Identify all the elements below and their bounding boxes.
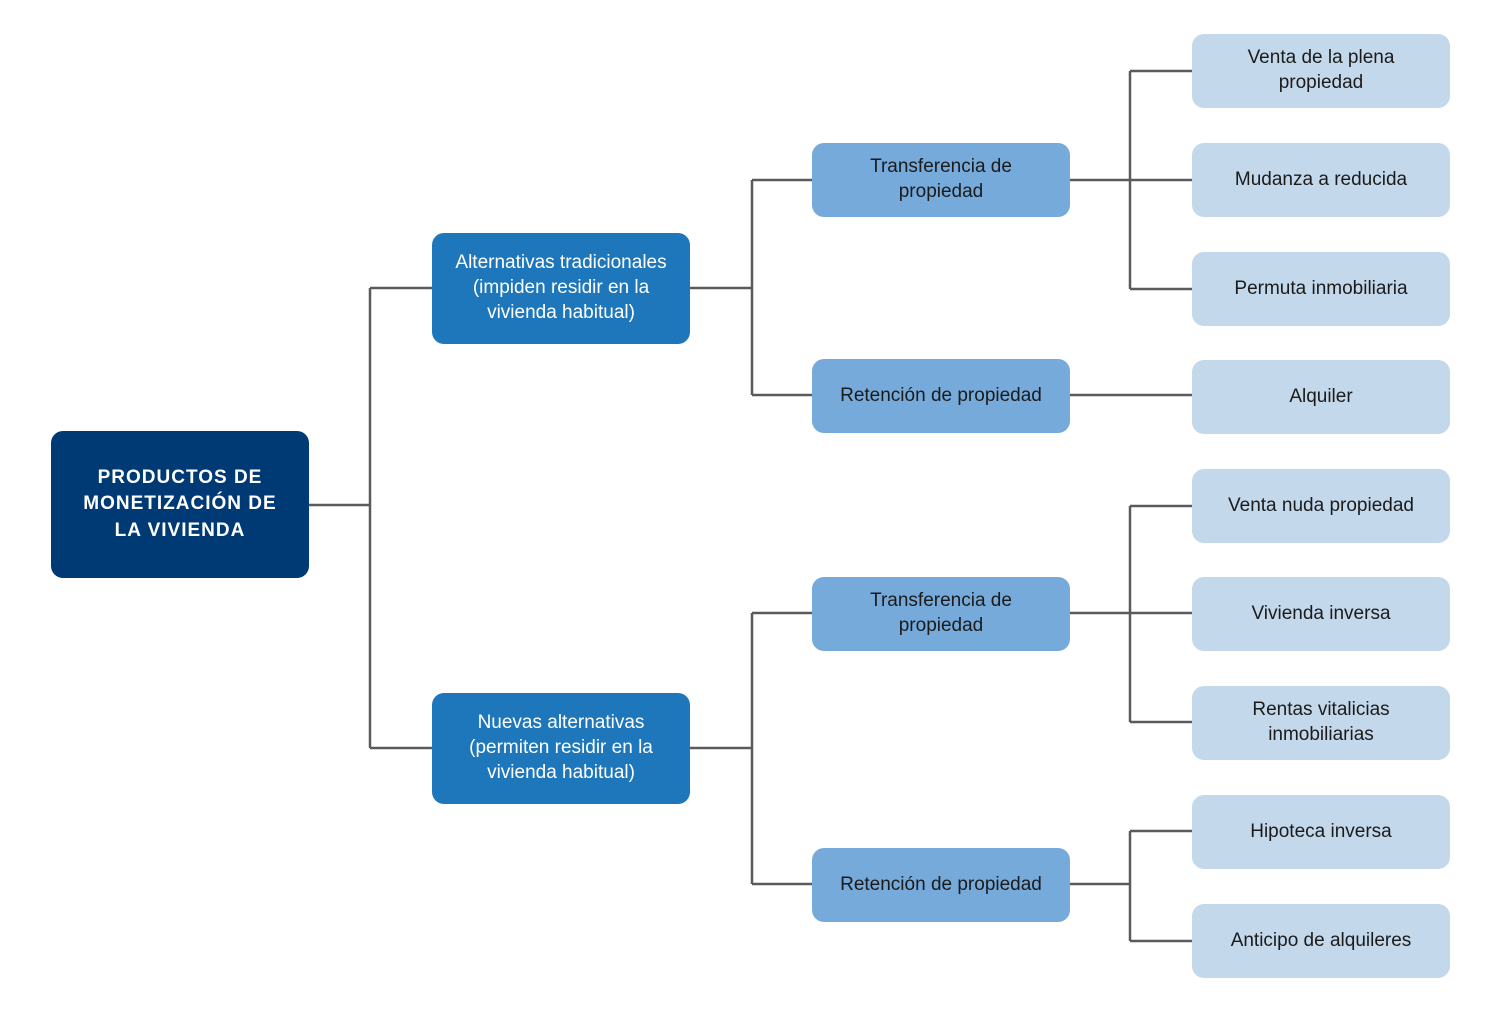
leaf-label: Hipoteca inversa: [1250, 820, 1392, 842]
category-transfer-new: Transferencia de propiedad: [812, 577, 1070, 651]
category-retention-new: Retención de propiedad: [812, 848, 1070, 922]
root-node: PRODUCTOS DE MONETIZACIÓN DE LA VIVIENDA: [51, 431, 309, 578]
leaf-label: Vivienda inversa: [1251, 602, 1391, 624]
category-retention-traditional: Retención de propiedad: [812, 359, 1070, 433]
leaf-label: Venta nuda propiedad: [1228, 494, 1414, 516]
leaf-node: Alquiler: [1192, 360, 1450, 434]
leaf-label: Permuta inmobiliaria: [1234, 277, 1408, 299]
leaf-node: Anticipo de alquileres: [1192, 904, 1450, 978]
leaf-node: Hipoteca inversa: [1192, 795, 1450, 869]
branch-label: Alternativas tradicionales (impiden resi…: [455, 252, 667, 323]
branch-label: Nuevas alternativas (permiten residir en…: [469, 712, 653, 783]
leaf-label: Venta de la plena propiedad: [1247, 47, 1395, 93]
category-label: Retención de propiedad: [840, 873, 1042, 895]
leaf-label: Alquiler: [1289, 385, 1353, 407]
category-label: Retención de propiedad: [840, 384, 1042, 406]
leaf-node: Venta nuda propiedad: [1192, 469, 1450, 543]
root-node-label: PRODUCTOS DE MONETIZACIÓN DE LA VIVIENDA: [83, 466, 277, 541]
leaf-node: Rentas vitalicias inmobiliarias: [1192, 686, 1450, 760]
leaf-label: Anticipo de alquileres: [1230, 929, 1412, 951]
leaf-label: Rentas vitalicias inmobiliarias: [1252, 699, 1390, 745]
leaf-label: Mudanza a reducida: [1234, 168, 1408, 190]
leaf-node: Mudanza a reducida: [1192, 143, 1450, 217]
branch-traditional-alternatives: Alternativas tradicionales (impiden resi…: [432, 233, 690, 344]
category-label: Transferencia de propiedad: [870, 156, 1012, 202]
leaf-node: Permuta inmobiliaria: [1192, 252, 1450, 326]
category-label: Transferencia de propiedad: [870, 590, 1012, 636]
leaf-node: Vivienda inversa: [1192, 577, 1450, 651]
branch-new-alternatives: Nuevas alternativas (permiten residir en…: [432, 693, 690, 804]
category-transfer-traditional: Transferencia de propiedad: [812, 143, 1070, 217]
leaf-node: Venta de la plena propiedad: [1192, 34, 1450, 108]
